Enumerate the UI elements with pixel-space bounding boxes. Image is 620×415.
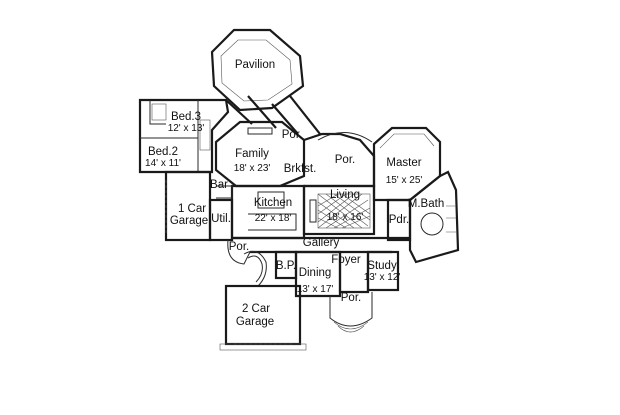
- label-family: Family: [235, 148, 269, 160]
- label-garage2-line1: 2 Car: [242, 303, 270, 315]
- label-por-bottom: Por.: [341, 292, 361, 304]
- closet: [199, 119, 211, 151]
- study-walls: [366, 250, 400, 292]
- bp-walls: [274, 250, 298, 280]
- label-garage1-line1: 1 Car: [178, 203, 206, 215]
- family-walls: [214, 120, 306, 188]
- fireplace: [309, 199, 317, 223]
- pavilion-walls: [210, 28, 305, 112]
- bottom-porch-steps: [333, 321, 369, 333]
- label-master: Master: [386, 157, 421, 169]
- bottom-porch: [329, 292, 373, 327]
- label-por-center: Por.: [335, 154, 355, 166]
- left-porch: [227, 239, 251, 265]
- label-bed2: Bed.2: [148, 146, 178, 158]
- bedroom-divider: [140, 100, 199, 172]
- label-por-left: Por.: [229, 241, 249, 253]
- mbath-vanity: [446, 205, 456, 233]
- kitchen-island: [248, 191, 297, 231]
- bath-fixture: [151, 103, 167, 121]
- label-bar: Bar: [210, 179, 228, 191]
- label-study: Study: [367, 260, 397, 272]
- label-bed3-dims: 12' x 13': [168, 123, 205, 134]
- room-labels: Pavilion Bed.3 12' x 13' Bed.2 14' x 11'…: [145, 59, 444, 328]
- label-por-top: Por.: [282, 129, 302, 141]
- tub: [420, 212, 444, 236]
- label-pdr: Pdr.: [389, 214, 409, 226]
- label-family-dims: 18' x 23': [234, 163, 271, 174]
- label-study-dims: 13' x 12': [364, 272, 401, 283]
- garage2-walls: [224, 284, 302, 346]
- label-mbath: M.Bath: [408, 198, 444, 210]
- label-kitchen: Kitchen: [254, 197, 292, 209]
- bedroom-wing-walls: [138, 98, 230, 174]
- porch-arc: [317, 132, 373, 143]
- label-bed3: Bed.3: [171, 111, 201, 123]
- label-garage1-line2: Garage: [170, 215, 208, 227]
- dining-walls: [294, 250, 342, 298]
- master-walls: [372, 126, 442, 202]
- label-living: Living: [330, 189, 360, 201]
- label-dining-dims: 13' x 17': [297, 284, 334, 295]
- label-gallery: Gallery: [303, 237, 340, 249]
- label-master-dims: 15' x 25': [386, 175, 423, 186]
- walls: [138, 28, 460, 351]
- label-dining: Dining: [299, 267, 332, 279]
- pdr-walls: [386, 198, 412, 242]
- label-foyer: Foyer: [331, 254, 361, 266]
- family-fireplace: [247, 127, 273, 135]
- pavilion-walkway: [225, 95, 321, 135]
- label-util: Util.: [211, 213, 231, 225]
- label-pavilion: Pavilion: [235, 59, 275, 71]
- label-bp: B.P.: [276, 260, 296, 272]
- living-walls: [302, 184, 376, 236]
- label-bed2-dims: 14' x 11': [145, 158, 181, 169]
- label-living-dims: 18' x 16': [327, 212, 364, 223]
- bar-counter: [216, 185, 233, 199]
- label-brkfst: Brkfst.: [284, 163, 317, 175]
- label-kitchen-dims: 22' x 18': [255, 213, 292, 224]
- master-inner: [379, 133, 435, 149]
- curved-stair: [243, 250, 267, 287]
- label-garage2-line2: Garage: [236, 316, 274, 328]
- pavilion-inner: [220, 39, 293, 102]
- living-grid: [317, 193, 371, 229]
- mbath-walls: [408, 170, 460, 264]
- garage2-apron: [219, 343, 307, 351]
